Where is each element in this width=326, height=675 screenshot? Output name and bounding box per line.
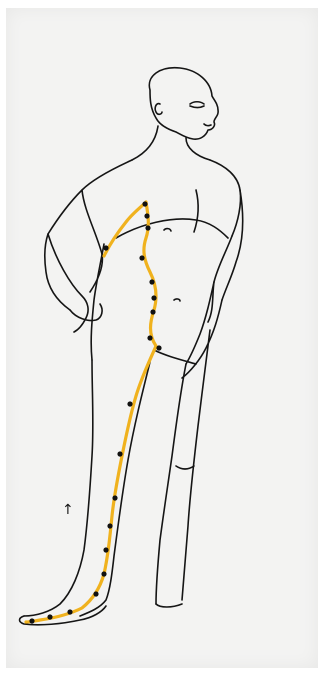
point bbox=[147, 335, 152, 340]
front-foot bbox=[156, 604, 182, 607]
nipple bbox=[164, 229, 171, 231]
point bbox=[103, 547, 108, 552]
point bbox=[150, 309, 155, 314]
point bbox=[103, 245, 108, 250]
point bbox=[117, 451, 122, 456]
point bbox=[142, 201, 147, 206]
body-outline bbox=[20, 68, 243, 625]
point bbox=[156, 345, 161, 350]
pectoral bbox=[194, 190, 198, 232]
point bbox=[67, 609, 72, 614]
point bbox=[139, 255, 144, 260]
neck-back bbox=[132, 126, 158, 160]
point bbox=[93, 591, 98, 596]
point bbox=[101, 571, 106, 576]
point bbox=[151, 295, 156, 300]
back-leg-rear bbox=[24, 360, 93, 616]
front-forearm bbox=[182, 300, 222, 378]
arrow-annotation: ↑ bbox=[62, 502, 74, 518]
point bbox=[145, 225, 150, 230]
front-leg-inner bbox=[156, 364, 186, 604]
back-shoulder bbox=[45, 160, 132, 310]
rear-arm-lower bbox=[48, 234, 88, 332]
rear-arm-upper bbox=[82, 190, 102, 292]
point bbox=[47, 614, 52, 619]
eye-outline bbox=[190, 102, 204, 108]
point bbox=[107, 523, 112, 528]
point bbox=[29, 618, 34, 623]
torso-front-contour bbox=[186, 282, 214, 364]
front-shoulder bbox=[210, 160, 241, 236]
acupuncture-points bbox=[29, 201, 161, 623]
chest-line bbox=[116, 219, 228, 238]
mouth-outline bbox=[204, 124, 211, 126]
neck-front bbox=[186, 138, 210, 160]
front-leg-outer bbox=[182, 330, 210, 600]
point bbox=[127, 401, 132, 406]
point bbox=[144, 213, 149, 218]
point bbox=[149, 279, 154, 284]
point bbox=[112, 495, 117, 500]
navel bbox=[174, 299, 180, 301]
front-knee bbox=[176, 466, 194, 469]
ear-outline bbox=[155, 104, 162, 115]
